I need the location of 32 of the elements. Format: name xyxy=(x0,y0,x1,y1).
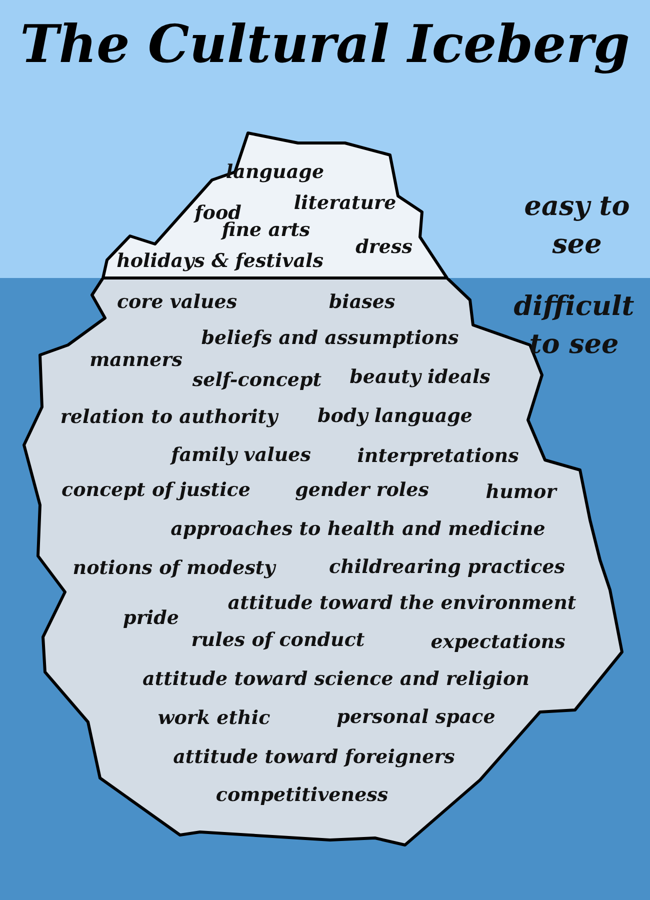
culture-item-text: concept of justice xyxy=(62,479,250,501)
culture-item-text: attitude toward the environment xyxy=(228,592,576,614)
culture-item-text: biases xyxy=(328,291,396,313)
culture-item-text: family values xyxy=(171,444,311,466)
culture-item-text: pride xyxy=(123,607,179,629)
culture-item-text: core values xyxy=(116,291,238,313)
culture-item-text: literature xyxy=(294,192,396,214)
culture-item-text: rules of conduct xyxy=(191,629,365,651)
culture-item-text: competitiveness xyxy=(216,784,388,806)
culture-item-text: attitude toward science and religion xyxy=(142,668,530,690)
culture-item-text: body language xyxy=(317,405,473,427)
culture-item-text: personal space xyxy=(336,706,496,728)
title: The Cultural Iceberg xyxy=(19,14,631,75)
culture-item-text: work ethic xyxy=(158,707,270,729)
culture-item-text: self-concept xyxy=(192,369,322,391)
culture-item-text: manners xyxy=(90,349,182,371)
culture-item-text: holidays & festivals xyxy=(116,250,324,272)
culture-item-text: attitude toward foreigners xyxy=(173,746,455,768)
culture-item-text: approaches to health and medicine xyxy=(170,518,546,540)
culture-item-text: expectations xyxy=(430,631,566,653)
culture-item-text: dress xyxy=(356,236,412,258)
culture-item-text: gender roles xyxy=(295,479,429,501)
culture-item-text: interpretations xyxy=(357,445,519,467)
culture-item-text: relation to authority xyxy=(60,406,278,428)
culture-item-text: childrearing practices xyxy=(329,556,565,578)
culture-item-text: humor xyxy=(486,481,556,503)
culture-item-text: beauty ideals xyxy=(350,366,490,388)
culture-item-text: language xyxy=(226,161,324,183)
culture-item-text: notions of modesty xyxy=(72,557,276,579)
culture-item-text: beliefs and assumptions xyxy=(201,327,459,349)
visibility-label: easy to see xyxy=(523,190,631,262)
visibility-label: difficult to see xyxy=(512,290,636,362)
